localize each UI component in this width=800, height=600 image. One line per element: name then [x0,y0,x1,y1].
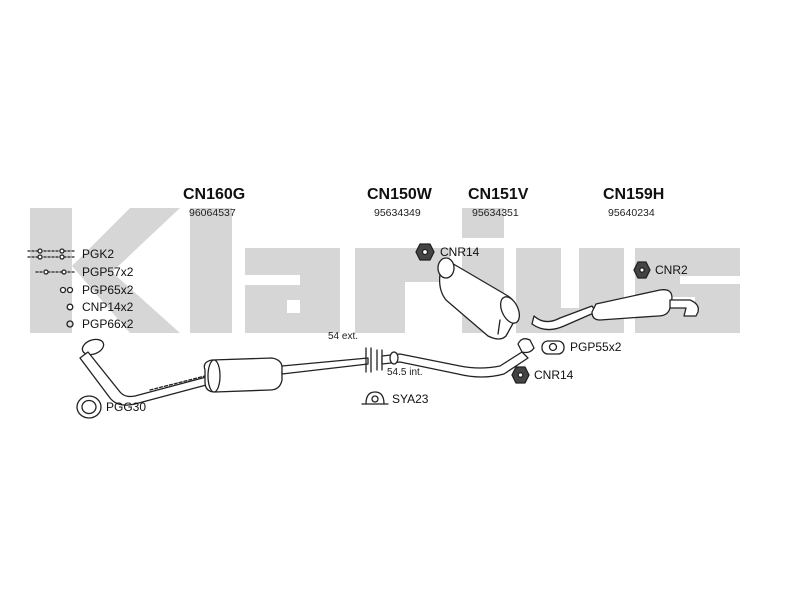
label-cnr2: CNR2 [655,263,688,277]
part-code-cn159h: CN159H [603,186,665,203]
cn151v-silencer-drawing [437,257,521,340]
label-cnr14-bottom: CNR14 [534,368,574,382]
label-pgg30: PGG30 [106,400,147,414]
part-code-cn160g: CN160G [183,186,246,203]
pgp65x2-icon [59,286,74,294]
part-number-cn159h: 95640234 [608,207,655,219]
note-54-5-int: 54.5 int. [387,367,423,378]
label-pgk2: PGK2 [82,247,115,261]
part-number-cn150w: 95634349 [374,207,421,219]
part-code-cn150w: CN150W [367,186,432,203]
cn150w-pipe-drawing [381,338,535,378]
note-54-ext: 54 ext. [328,331,359,342]
label-pgp66x2: PGP66x2 [82,317,134,331]
cnp14x2-icon [66,303,74,311]
cnr14-bottom-icon [511,366,530,384]
cn159h-silencer-drawing [531,289,699,331]
pgg30-gasket-icon [76,395,102,419]
label-pgp55x2: PGP55x2 [570,340,622,354]
part-number-cn160g: 96064537 [189,207,236,219]
part-code-cn151v: CN151V [468,186,529,203]
cnr2-icon [633,261,651,279]
label-pgp57x2: PGP57x2 [82,265,134,279]
pgp66x2-icon [66,320,74,328]
sya23-clamp-icon [361,391,389,405]
label-cnp14x2: CNP14x2 [82,300,134,314]
cn160g-pipe-drawing [79,338,369,406]
pgp55x2-icon [541,340,565,355]
label-pgp65x2: PGP65x2 [82,283,134,297]
cnr14-top-icon [415,243,435,261]
label-cnr14-top: CNR14 [440,245,480,259]
part-number-cn151v: 95634351 [472,207,519,219]
pgp57x2-icon [35,269,75,275]
label-sya23: SYA23 [392,392,429,406]
pgk2-icon [27,248,75,260]
